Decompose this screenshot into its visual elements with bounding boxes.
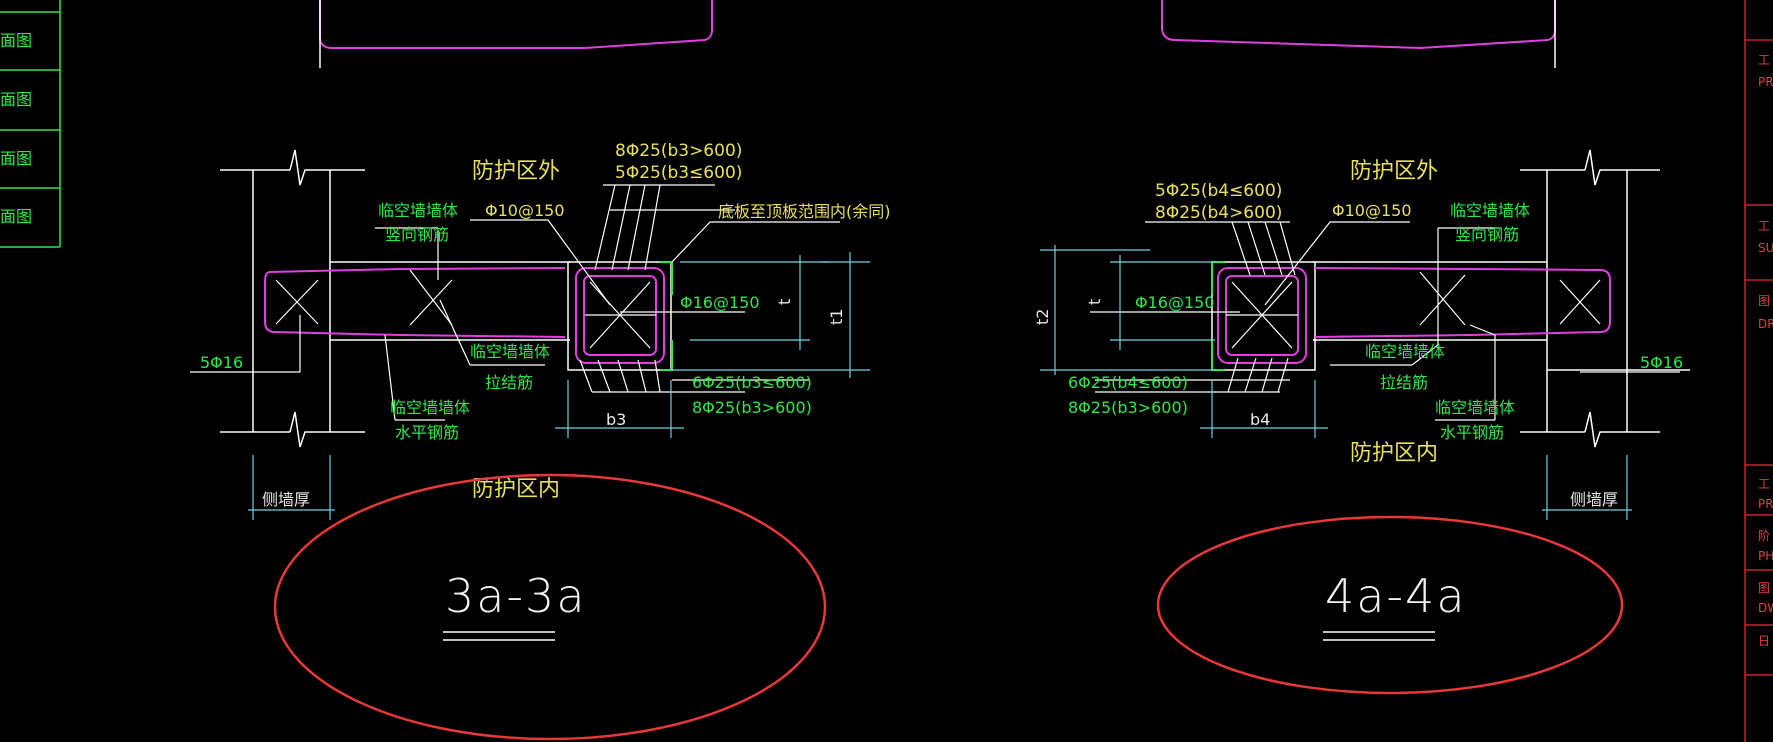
- section-4a-top-bars-a: 5Φ25(b4≤600): [1155, 181, 1282, 201]
- svg-text:工: 工: [1758, 477, 1770, 491]
- svg-text:PH: PH: [1758, 549, 1773, 563]
- section-4a-outside-label: 防护区外: [1350, 159, 1438, 184]
- svg-text:PR: PR: [1758, 497, 1773, 511]
- section-3a-outside-label: 防护区外: [472, 159, 560, 184]
- section-4a-dim-t: t: [1085, 299, 1104, 305]
- section-3a-tie-1: 临空墙墙体: [470, 342, 550, 361]
- section-4a-wall-vert-1: 临空墙墙体: [1450, 201, 1530, 220]
- top-magenta-frame-right: [1161, 0, 1556, 50]
- section-3a-bottom-bars-a: 6Φ25(b3≤600): [692, 373, 812, 392]
- index-item-4[interactable]: 面图: [0, 207, 32, 226]
- title-block-labels: 工 PR 工 SU 图 DR 工 PR 阶 PH 图 DW 日: [1758, 53, 1773, 648]
- section-3a-side-bars: 5Φ16: [200, 353, 243, 372]
- section-3a-highlight-ellipse: [273, 473, 827, 741]
- section-4a-title: 4a-4a: [1325, 569, 1467, 623]
- section-4a-wall-vert-2: 竖向钢筋: [1455, 225, 1519, 244]
- section-3a-stirrup: Φ10@150: [485, 201, 565, 220]
- svg-text:PR: PR: [1758, 75, 1773, 89]
- section-3a-cross-tie: Φ16@150: [680, 293, 760, 312]
- section-4a-tie-1: 临空墙墙体: [1365, 342, 1445, 361]
- section-4a-cross-tie: Φ16@150: [1135, 293, 1215, 312]
- section-4a-stirrup: Φ10@150: [1332, 201, 1412, 220]
- section-3a-horiz-1: 临空墙墙体: [390, 398, 470, 417]
- section-4a-bottom-bars-b: 8Φ25(b3>600): [1068, 398, 1188, 417]
- section-4a-top-bars-b: 8Φ25(b4>600): [1155, 203, 1282, 223]
- section-4a-inside-label: 防护区内: [1350, 441, 1438, 466]
- section-3a-dim-t: t: [775, 299, 794, 305]
- svg-text:工: 工: [1758, 219, 1770, 233]
- section-3a-bottom-bars-b: 8Φ25(b3>600): [692, 398, 812, 417]
- index-item-2[interactable]: 面图: [0, 90, 32, 109]
- section-3a-dim-width: b3: [606, 410, 626, 429]
- section-4a-dim-width: b4: [1250, 410, 1270, 429]
- index-item-1[interactable]: 面图: [0, 31, 32, 50]
- section-3a-top-bars-a: 8Φ25(b3>600): [615, 141, 742, 161]
- index-item-3[interactable]: 面图: [0, 149, 32, 168]
- section-4a-dim-t2: t2: [1033, 309, 1052, 325]
- section-4a-bottom-bars-a: 6Φ25(b4≤600): [1068, 373, 1188, 392]
- svg-text:SU: SU: [1758, 241, 1773, 255]
- svg-text:阶: 阶: [1758, 529, 1770, 543]
- section-4a-horiz-1: 临空墙墙体: [1435, 398, 1515, 417]
- section-3a-wall-vert-2: 竖向钢筋: [385, 225, 449, 244]
- section-3a-wall-vert-1: 临空墙墙体: [378, 201, 458, 220]
- section-3a-tie-2: 拉结筋: [485, 373, 533, 392]
- section-3a-note: 底板至顶板范围内(余同): [718, 202, 891, 221]
- svg-text:工: 工: [1758, 53, 1770, 67]
- section-3a-top-bars-b: 5Φ25(b3≤600): [615, 163, 742, 183]
- section-4a-highlight-ellipse: [1156, 515, 1624, 695]
- svg-text:日: 日: [1758, 634, 1770, 648]
- svg-text:DR: DR: [1758, 317, 1773, 331]
- svg-text:DW: DW: [1758, 601, 1773, 615]
- section-3a-dim-t1: t1: [827, 309, 846, 325]
- left-index-panel: [0, 0, 61, 248]
- section-3a-inside-label: 防护区内: [472, 477, 560, 502]
- svg-text:图: 图: [1758, 581, 1770, 595]
- top-magenta-frame-left: [319, 0, 713, 49]
- section-4a-tie-2: 拉结筋: [1380, 373, 1428, 392]
- section-4a-drawing: [1040, 149, 1690, 520]
- section-4a-horiz-2: 水平钢筋: [1440, 423, 1504, 442]
- svg-text:图: 图: [1758, 294, 1770, 308]
- section-3a-drawing: [190, 149, 870, 520]
- section-4a-dim-side-wall: 侧墙厚: [1570, 490, 1618, 509]
- section-3a-dim-side-wall: 侧墙厚: [262, 490, 310, 509]
- section-3a-horiz-2: 水平钢筋: [395, 423, 459, 442]
- section-3a-title: 3a-3a: [445, 569, 587, 623]
- section-4a-side-bars: 5Φ16: [1640, 353, 1683, 372]
- title-block-frame: [1744, 0, 1773, 742]
